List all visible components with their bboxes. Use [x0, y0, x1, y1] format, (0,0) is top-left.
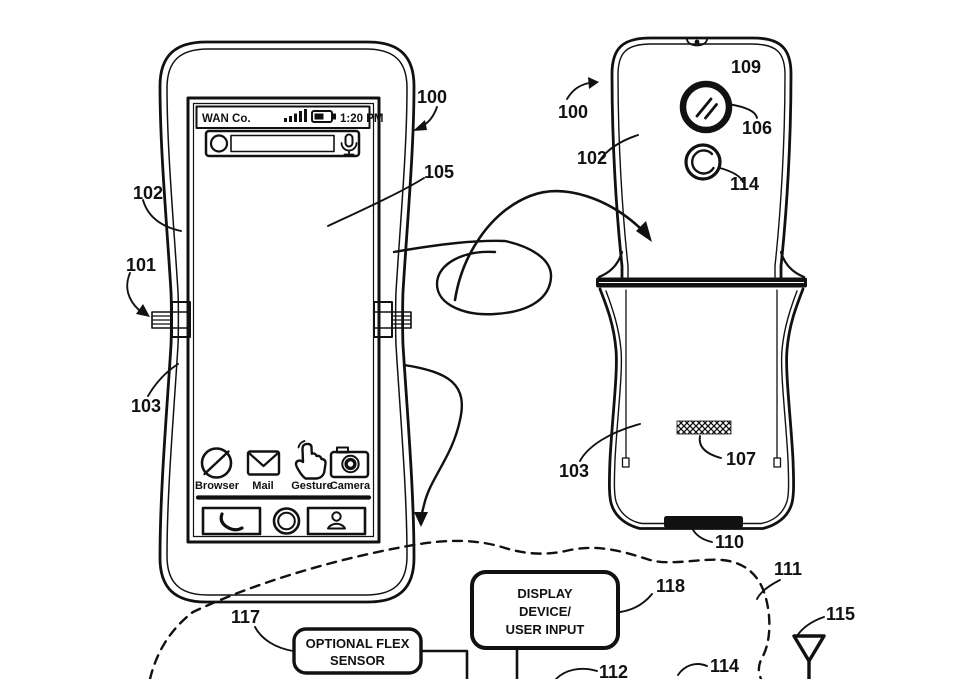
leader-105: [327, 177, 425, 227]
ref-100-back: 100: [558, 102, 588, 122]
leader-117: [254, 626, 294, 652]
home-button-inner-ring: [277, 511, 296, 531]
left-hinge: [151, 301, 191, 338]
wires: [419, 646, 519, 679]
leader-112: [555, 667, 598, 679]
app-label-camera: Camera: [330, 480, 371, 492]
ref-102-front: 102: [133, 183, 163, 203]
ref-102-back: 102: [577, 148, 607, 168]
leader-106: [727, 103, 758, 119]
app-label-mail: Mail: [252, 480, 273, 492]
camera-icon[interactable]: [329, 446, 370, 479]
dashed-boundary: [148, 539, 771, 679]
home-button[interactable]: [272, 507, 301, 535]
ref-107: 107: [726, 449, 756, 469]
app-label-gesture: Gesture: [291, 480, 333, 492]
ref-109: 109: [731, 57, 761, 77]
leader-110: [691, 527, 713, 543]
down-arrowhead: [414, 512, 428, 527]
back-phone: [596, 36, 807, 530]
rear-camera-icon: [679, 80, 733, 134]
leader-102-front: [142, 199, 182, 232]
contact-person-icon: [327, 511, 346, 530]
ref-118: 118: [656, 576, 685, 596]
leader-101: [126, 272, 140, 311]
carrier-label: WAN Co.: [202, 113, 251, 125]
contacts-button[interactable]: [306, 506, 367, 536]
fold-arrowhead: [636, 221, 652, 242]
hinge-ear-right: [779, 250, 806, 279]
flex-sensor-line2: SENSOR: [330, 653, 386, 668]
display-line2: DEVICE/: [519, 604, 571, 619]
back-bottom-outer-outline: [598, 287, 805, 530]
flex-sensor-box: OPTIONAL FLEX SENSOR: [292, 627, 423, 675]
fold-arrow-arc: [453, 189, 642, 302]
time-label: 1:20 PM: [340, 113, 383, 125]
leader-103-back: [579, 423, 641, 462]
annotation-lines: [148, 189, 771, 679]
leader-103-front: [147, 363, 179, 397]
ref-103-back: 103: [559, 461, 589, 481]
ref-106: 106: [742, 118, 772, 138]
search-input[interactable]: [230, 134, 335, 153]
leader-118: [619, 593, 653, 613]
display-device-box: DISPLAY DEVICE/ USER INPUT: [470, 570, 620, 650]
back-top-inner-outline: [617, 43, 786, 278]
leader-114-back: [719, 167, 744, 183]
ref-111: 111: [774, 559, 802, 579]
battery-icon: [311, 110, 336, 123]
leader-lines: [126, 77, 825, 679]
mail-icon[interactable]: [246, 450, 281, 476]
front-screen: WAN Co. 1:20 PM: [186, 96, 383, 544]
fingerprint-sensor: [676, 420, 732, 435]
antenna-icon: [792, 634, 826, 679]
leader-107: [698, 435, 722, 459]
back-bottom-inner-outline: [605, 290, 798, 525]
leader-100-back: [566, 82, 590, 100]
mic-icon[interactable]: [340, 133, 358, 156]
leader-114-bottom: [677, 663, 708, 676]
ref-115: 115: [826, 604, 855, 624]
ref-105: 105: [424, 162, 454, 182]
ref-101: 101: [126, 255, 156, 275]
lasso-loop: [392, 239, 553, 316]
ref-100-front: 100: [417, 87, 447, 107]
ref-112: 112: [599, 662, 628, 679]
dock-row: [201, 506, 367, 536]
gesture-icon[interactable]: [294, 440, 327, 480]
flex-sensor-wire: [419, 649, 469, 679]
browser-icon[interactable]: [200, 447, 233, 479]
call-button[interactable]: [201, 506, 262, 536]
status-bar: WAN Co. 1:20 PM: [195, 105, 383, 129]
body-to-diagram-curve: [402, 363, 463, 515]
front-phone-outer-outline: [158, 40, 416, 604]
ref-110: 110: [715, 532, 744, 552]
reference-numerals: 100 100 102 101 103 105 102 109 106 114 …: [126, 57, 855, 679]
flash-lens-icon: [684, 143, 722, 181]
bottom-port-bar: [664, 516, 743, 528]
leader-115: [796, 616, 825, 637]
hinge-ear-left: [597, 250, 624, 279]
ref-114-back: 114: [730, 174, 759, 194]
search-circle-icon: [209, 134, 229, 153]
display-line1: DISPLAY: [517, 586, 572, 601]
leader-111: [756, 579, 781, 600]
app-icons-row: Browser Mail Gesture Camera: [195, 440, 371, 492]
signal-bars-icon: [284, 109, 307, 122]
search-bar[interactable]: [204, 129, 361, 158]
front-phone: WAN Co. 1:20 PM: [151, 40, 416, 604]
top-notch: [686, 38, 708, 47]
flex-sensor-line1: OPTIONAL FLEX: [306, 636, 410, 651]
leader-102-back: [599, 134, 639, 161]
ref-103-front: 103: [131, 396, 161, 416]
ref-117: 117: [231, 607, 260, 627]
ref-114-bottom: 114: [710, 656, 739, 676]
phone-handset-icon: [219, 512, 244, 532]
back-top-outer-outline: [610, 36, 793, 279]
app-label-browser: Browser: [195, 480, 240, 492]
display-line3: USER INPUT: [506, 622, 585, 637]
